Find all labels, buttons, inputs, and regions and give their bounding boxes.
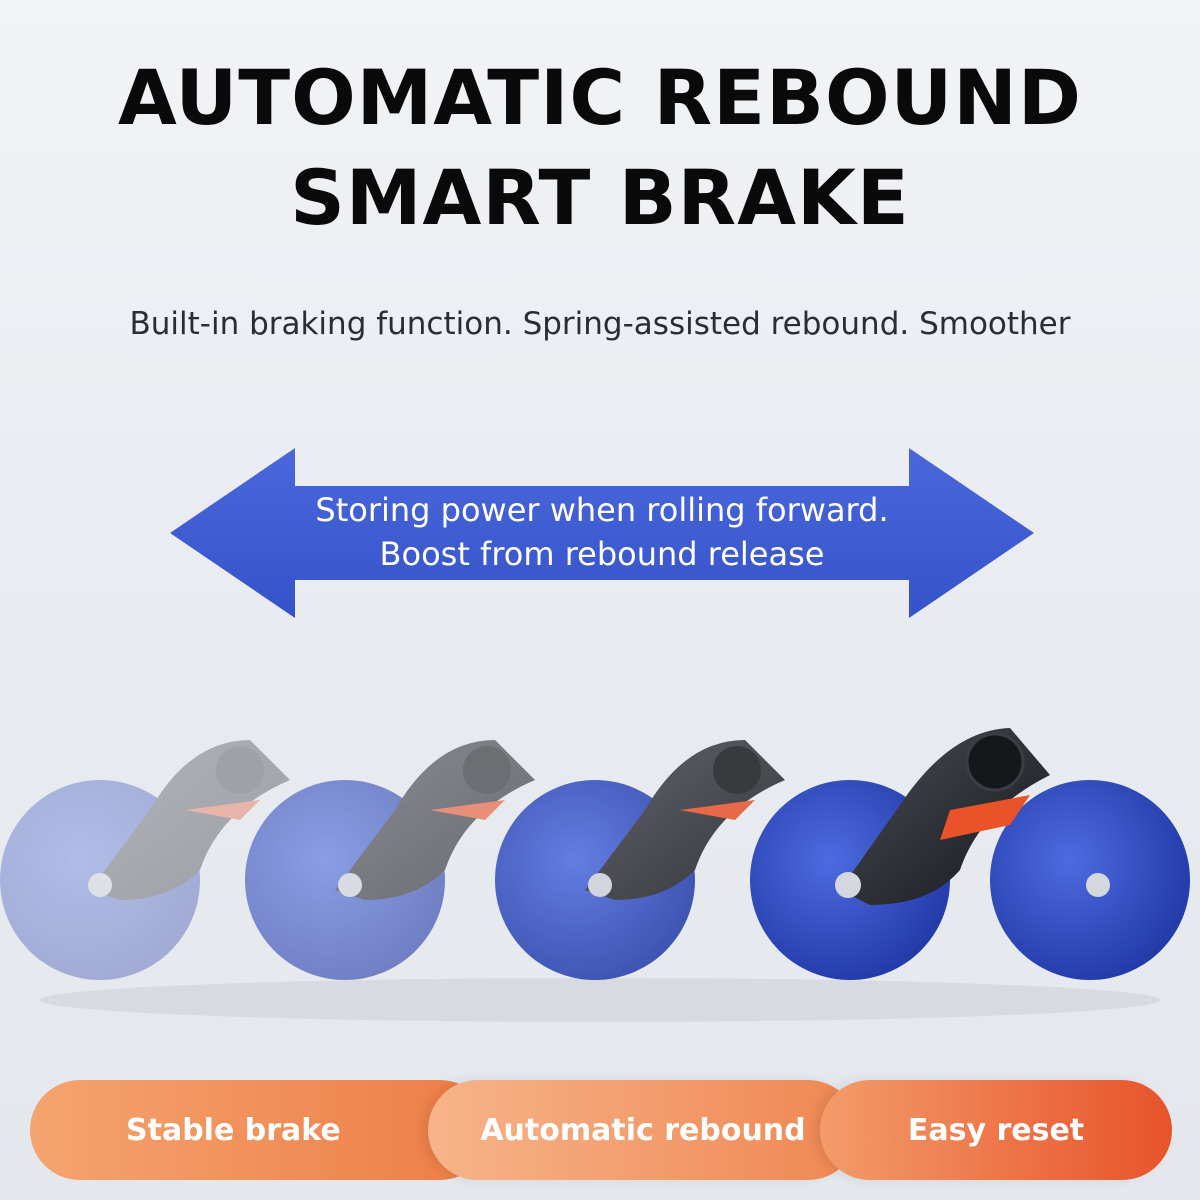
product-illustration <box>0 700 1200 1040</box>
double-arrow <box>170 448 1034 618</box>
headline-line-1: AUTOMATIC REBOUND <box>118 53 1082 142</box>
feature-pill-stable-brake: Stable brake <box>30 1080 490 1180</box>
feature-strip: Stable brake Automatic rebound Easy rese… <box>30 1080 1172 1180</box>
roller-ghost-1 <box>0 740 290 980</box>
feature-label: Automatic rebound <box>480 1112 806 1148</box>
ab-roller-wheels-image <box>0 728 1190 1022</box>
feature-label: Easy reset <box>907 1112 1085 1148</box>
feature-pill-automatic-rebound: Automatic rebound <box>428 1080 858 1180</box>
feature-pill-easy-reset: Easy reset <box>820 1080 1172 1180</box>
subtitle: Built-in braking function. Spring-assist… <box>129 306 1071 342</box>
double-arrow-icon <box>170 448 1034 618</box>
headline-line-2: SMART BRAKE <box>290 153 910 242</box>
roller-main <box>750 728 1190 980</box>
roller-ghost-2 <box>245 740 535 980</box>
roller-ghost-3 <box>495 740 785 980</box>
arrow-caption-line-1: Storing power when rolling forward. <box>315 491 889 529</box>
feature-label: Stable brake <box>126 1112 341 1148</box>
arrow-caption: Storing power when rolling forward. Boos… <box>170 488 1034 576</box>
arrow-caption-line-2: Boost from rebound release <box>379 535 825 573</box>
